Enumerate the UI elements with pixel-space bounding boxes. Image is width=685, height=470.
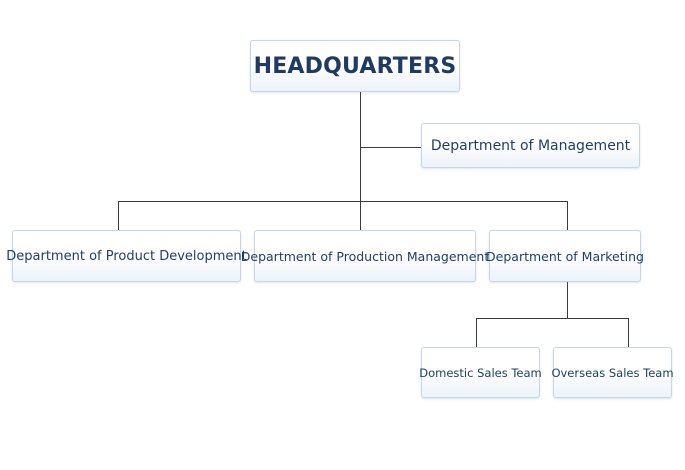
- management-department-label: Department of Management: [430, 137, 631, 154]
- overseas-sales-team-box: Overseas Sales Team: [551, 347, 674, 398]
- overseas-sales-team-label: Overseas Sales Team: [551, 365, 674, 380]
- headquarters-label: HEADQUARTERS: [253, 53, 457, 79]
- domestic-sales-team-box: Domestic Sales Team: [419, 347, 542, 398]
- product-development-box: Department of Product Development: [6, 230, 247, 282]
- marketing-department-label: Department of Marketing: [486, 248, 644, 264]
- product-development-label: Department of Product Development: [6, 248, 247, 264]
- management-department-box: Department of Management: [421, 123, 640, 168]
- domestic-sales-team-label: Domestic Sales Team: [419, 365, 542, 380]
- production-management-label: Department of Production Management: [240, 248, 490, 264]
- production-management-box: Department of Production Management: [241, 230, 489, 282]
- marketing-department-box: Department of Marketing: [486, 230, 644, 282]
- headquarters-box: HEADQUARTERS: [250, 40, 460, 92]
